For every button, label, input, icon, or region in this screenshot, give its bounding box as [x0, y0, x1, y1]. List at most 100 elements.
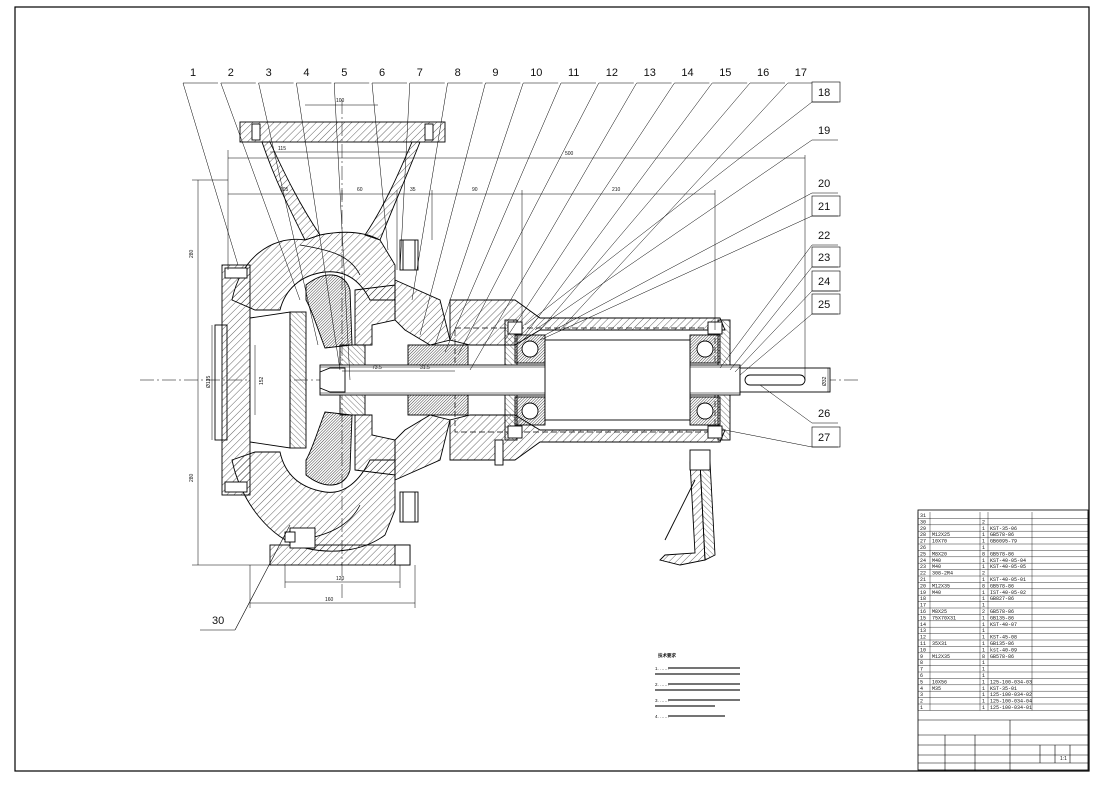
balloon-label: 16 — [757, 67, 769, 79]
bom-cell: 26 — [920, 545, 926, 551]
bom-row: 10 1 kst-40-09 — [918, 647, 1088, 653]
balloon-7: 7 — [399, 67, 445, 271]
bom-cell: 1 — [982, 564, 985, 570]
bom-cell: 1 — [982, 539, 985, 545]
bom-cell: 1 — [982, 545, 985, 551]
tech-req-line-4: 4. …… — [655, 714, 669, 719]
balloon-label: 7 — [417, 67, 423, 79]
balloon-20: 20 — [544, 178, 838, 336]
balloon-1: 1 — [182, 67, 239, 266]
bom-cell: 8 — [982, 551, 985, 557]
bom-cell: 1 — [982, 635, 985, 641]
pump-section-view — [140, 100, 860, 600]
bom-cell: 7 — [920, 667, 923, 673]
bom-cell: 8 — [920, 660, 923, 666]
bom-cell: 25 — [920, 551, 926, 557]
bom-cell: GB135-86 — [990, 615, 1014, 621]
bom-cell: 1 — [982, 615, 985, 621]
bom-cell: 11 — [920, 641, 926, 647]
bom-cell: 30 — [920, 519, 926, 525]
balloon-22: 22 — [719, 230, 838, 369]
balloon-9: 9 — [419, 67, 521, 336]
bom-cell: 23 — [920, 564, 926, 570]
bom-cell: 1 — [982, 647, 985, 653]
balloon-23: 23 — [729, 246, 841, 371]
bom-cell: 125-100-034-01 — [990, 705, 1032, 711]
bom-cell: 1 — [982, 622, 985, 628]
bom-cell: 1 — [982, 628, 985, 634]
bom-cell: 1 — [982, 686, 985, 692]
bom-cell: 10 — [920, 647, 926, 653]
balloon-label: 23 — [818, 252, 830, 264]
balloon-label: 9 — [492, 67, 498, 79]
bom-cell: 31 — [920, 513, 926, 519]
tech-req-title: 技术要求 — [658, 652, 676, 659]
balloon-label: 24 — [818, 276, 830, 288]
bom-cell: M8X20 — [932, 551, 947, 557]
bom-cell: M12X35 — [932, 654, 950, 660]
balloon-label: 14 — [681, 67, 693, 79]
dim-90: 90 — [472, 187, 478, 193]
bom-cell: KST-40-05-05 — [990, 564, 1026, 570]
balloon-label: 26 — [818, 408, 830, 420]
sheet-border — [14, 6, 1090, 772]
technical-requirements: 技术要求 1. …… 2. …… 3. …… 4. …… — [655, 652, 740, 719]
bom-cell: M12X25 — [932, 532, 950, 538]
bom-cell: 2 — [982, 519, 985, 525]
balloon-label: 12 — [606, 67, 618, 79]
bom-cell: GB578-86 — [990, 583, 1014, 589]
bom-cell: M35 — [932, 686, 941, 692]
bom-cell: 1 — [982, 590, 985, 596]
bom-cell: kst-40-09 — [990, 647, 1017, 653]
bom-cell: GB578-86 — [990, 654, 1014, 660]
balloon-6: 6 — [371, 67, 407, 251]
balloon-label: 5 — [341, 67, 347, 79]
balloon-label: 17 — [795, 67, 807, 79]
balloon-label: 18 — [818, 87, 830, 99]
balloon-label: 1 — [190, 67, 196, 79]
dim-35: 35 — [410, 187, 416, 193]
dim-280-lower: 280 — [189, 473, 195, 482]
bom-cell: 8 — [982, 654, 985, 660]
bom-cell: 5 — [920, 679, 923, 685]
dim-31-5: 31.5 — [420, 365, 430, 371]
balloon-2: 2 — [220, 67, 301, 301]
balloon-4: 4 — [296, 67, 341, 371]
balloon-14: 14 — [504, 67, 710, 341]
balloon-label: 19 — [818, 125, 830, 137]
bom-cell: 29 — [920, 526, 926, 532]
dim-160: 160 — [325, 597, 334, 603]
bom-cell: 15 — [920, 615, 926, 621]
balloon-label: 3 — [266, 67, 272, 79]
bom-cell: 17 — [920, 603, 926, 609]
balloon-label: 21 — [818, 201, 830, 213]
dim-120: 120 — [336, 576, 345, 582]
bom-cell: 18 — [920, 596, 926, 602]
balloon-30: 30 — [200, 524, 291, 631]
dim-60: 60 — [357, 187, 363, 193]
dim-115: 115 — [278, 146, 286, 152]
bom-row: 17 1 — [918, 603, 1088, 609]
bom-cell: 125-100-034-03 — [990, 679, 1032, 685]
bom-cell: 1 — [982, 705, 985, 711]
bom-cell: GB135-86 — [990, 641, 1014, 647]
balloon-17: 17 — [559, 67, 823, 331]
bom-cell: GB6095-79 — [990, 539, 1017, 545]
bom-row: 31 — [918, 513, 1088, 519]
bom-cell: 8 — [982, 583, 985, 589]
bom-cell: 308-2R4 — [932, 571, 953, 577]
bom-cell: 1 — [982, 603, 985, 609]
bom-cell: M40 — [932, 564, 941, 570]
